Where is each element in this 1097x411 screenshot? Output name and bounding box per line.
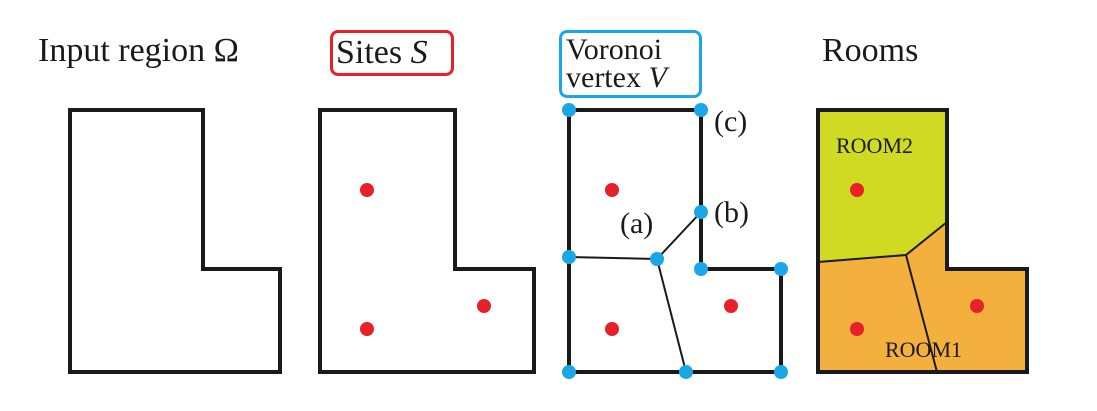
site-point [360,322,374,336]
site-point [477,299,491,313]
voronoi-vertex [774,365,788,379]
voronoi-title-line2-text: vertex [566,61,641,94]
rooms-title: Rooms [822,32,919,69]
label-c: (c) [714,105,747,138]
site-point [724,299,738,313]
voronoi-vertex [650,252,664,266]
voronoi-title: Voronoi vertex V [566,33,667,94]
input-region-title-text: Input region [38,32,206,69]
voronoi-vertex [562,103,576,117]
voronoi-title-line2: vertex V [566,61,667,94]
voronoi-symbol: V [648,61,667,94]
sites-region-outline [318,108,536,374]
voronoi-vertex [679,365,693,379]
voronoi-title-box [559,30,702,98]
voronoi-title-line1: Voronoi [566,33,663,66]
voronoi-vertex [694,262,708,276]
site-point [605,183,619,197]
sites-symbol: S [410,34,428,71]
site-point [605,322,619,336]
voronoi-vertex [562,365,576,379]
sites-title-text: Sites [336,34,403,71]
input-region-outline [68,108,282,374]
sites-title-box [330,30,454,76]
room1-label: ROOM1 [885,337,962,362]
room-boundary [905,254,938,373]
voronoi-edge [656,258,687,373]
input-region-title: Input region Ω [38,34,239,68]
room-boundary [905,221,948,256]
room1-region [818,222,1027,372]
room2-label: ROOM2 [836,133,913,158]
room2-region [818,110,947,262]
site-point [850,183,864,197]
site-point [970,299,984,313]
room-boundary [817,254,907,263]
site-point [850,322,864,336]
rooms-region-outline [816,108,1029,374]
voronoi-vertex [774,262,788,276]
label-a: (a) [620,207,653,240]
sites-title: Sites S [336,36,428,70]
voronoi-edge [656,211,702,260]
omega-symbol: Ω [213,32,239,69]
voronoi-vertex [562,250,576,264]
site-point [360,183,374,197]
voronoi-edge [568,256,658,260]
voronoi-vertex [694,205,708,219]
voronoi-vertex [694,103,708,117]
label-b: (b) [714,196,749,229]
